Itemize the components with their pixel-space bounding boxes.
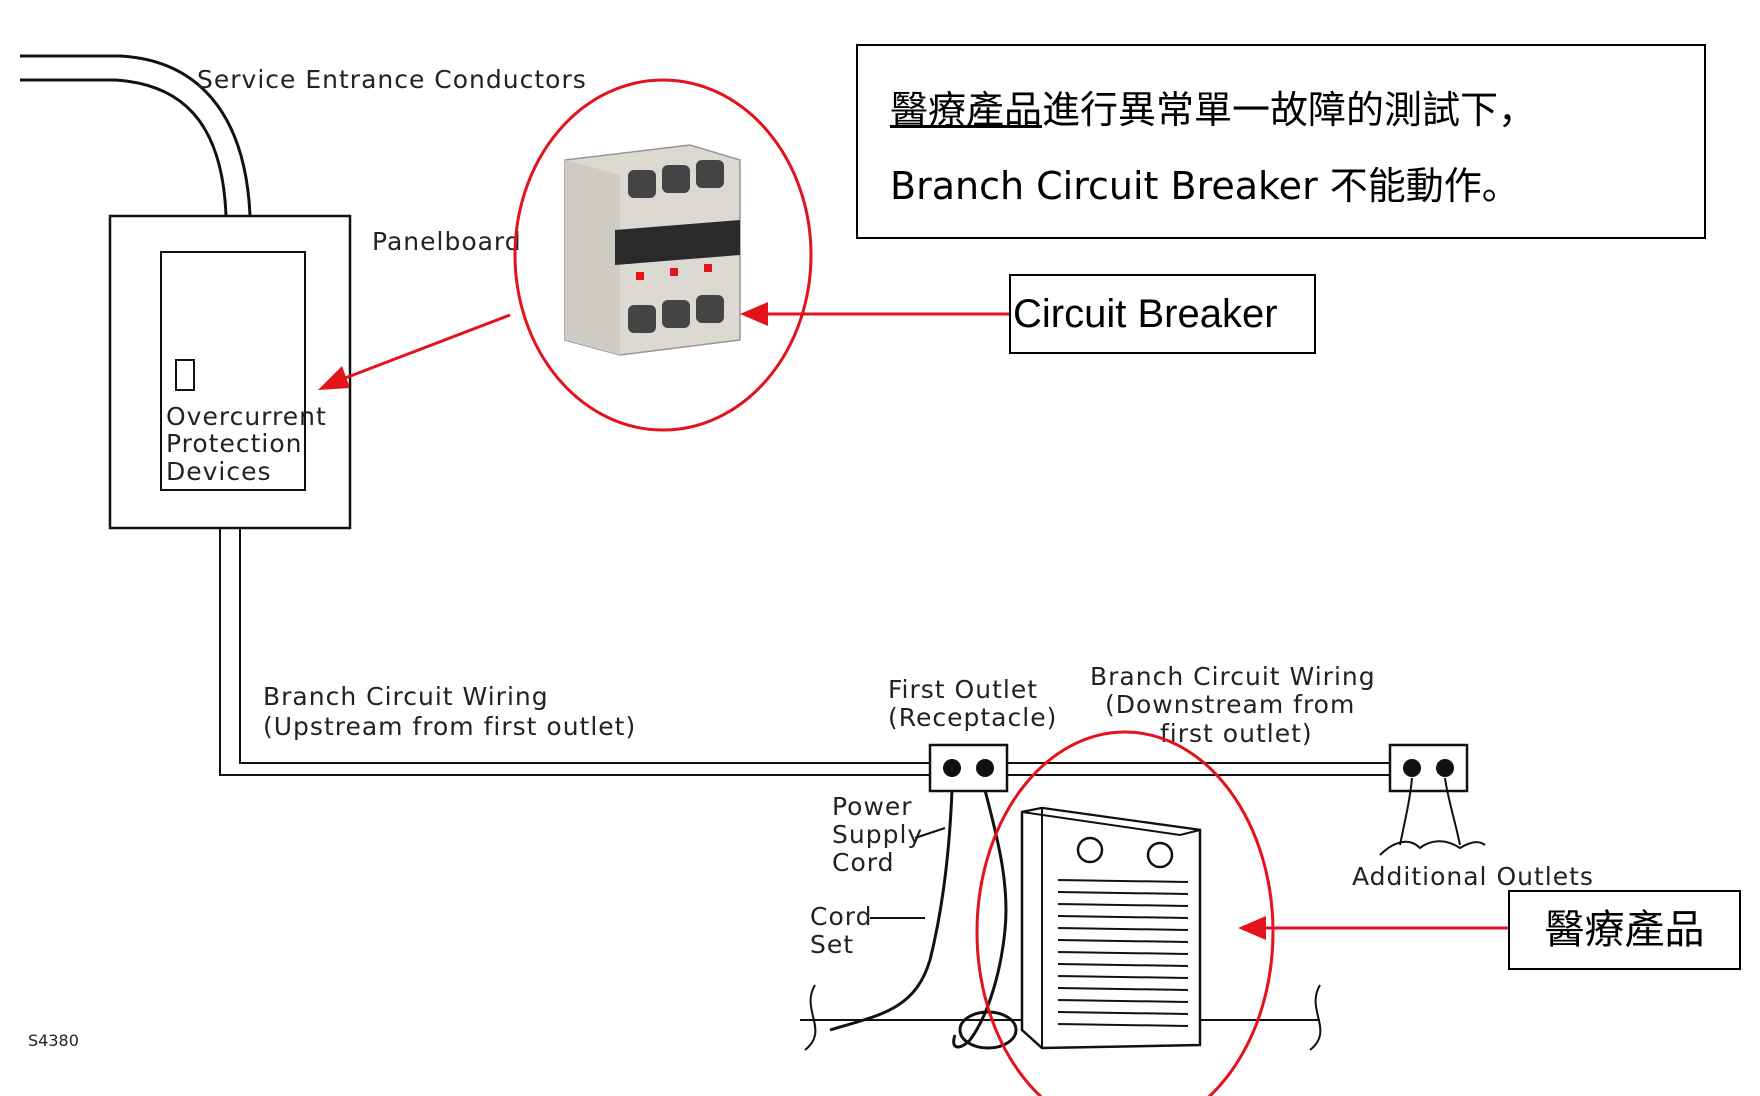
power-supply-cord-line — [952, 789, 1008, 1049]
circuit-breaker-callout: Circuit Breaker — [1009, 274, 1316, 354]
first-outlet — [928, 743, 1009, 793]
ocpd-label-3: Devices — [166, 457, 272, 486]
service-entrance-conductor-inner — [20, 78, 228, 216]
terminal-screw-icon — [696, 160, 724, 188]
indicator-icon — [704, 264, 712, 272]
branch-downstream-label-1: Branch Circuit Wiring — [1090, 662, 1376, 691]
note-underlined-term: 醫療產品 — [890, 88, 1043, 132]
terminal-screw-icon — [662, 300, 690, 328]
cord-set-line — [829, 789, 954, 1032]
note-line-1: 醫療產品進行異常單一故障的測試下， — [890, 72, 1704, 148]
circuit-breaker-highlight-circle — [513, 78, 813, 432]
terminal-screw-icon — [662, 165, 690, 193]
power-supply-label-1: Power — [832, 792, 913, 821]
arrow-to-panelboard-shaft — [339, 313, 511, 382]
figure-id: S4380 — [28, 1031, 79, 1050]
branch-wire-inner — [239, 528, 930, 764]
additional-outlet — [1388, 743, 1469, 793]
first-outlet-label-1: First Outlet — [888, 675, 1038, 704]
medical-product-device — [1020, 806, 1202, 1050]
medical-product-highlight-circle — [975, 730, 1275, 1096]
arrow-to-breaker-head — [740, 302, 768, 326]
ocpd-label-1: Overcurrent — [166, 402, 327, 431]
breaker-switch-icon — [175, 359, 195, 391]
panelboard-label: Panelboard — [372, 227, 522, 256]
note-box: 醫療產品進行異常單一故障的測試下， Branch Circuit Breaker… — [856, 44, 1706, 239]
power-supply-leader — [914, 827, 946, 839]
floor-break-right — [1309, 984, 1322, 1051]
cord-set-label-1: Cord — [810, 902, 872, 931]
branch-upstream-label-1: Branch Circuit Wiring — [263, 682, 549, 711]
branch-wire-outer — [219, 528, 930, 776]
cord-set-label-2: Set — [810, 930, 854, 959]
medical-product-callout: 醫療產品 — [1508, 890, 1741, 970]
terminal-screw-icon — [628, 170, 656, 198]
additional-outlet-cord-1 — [1399, 777, 1413, 846]
circuit-breaker-photo — [564, 144, 741, 356]
outlet-socket-icon — [1436, 759, 1454, 777]
note-line-1-rest: 進行異常單一故障的測試下， — [1042, 88, 1537, 132]
branch-upstream-label-2: (Upstream from first outlet) — [263, 712, 636, 741]
branch-downstream-label-3: first outlet) — [1160, 719, 1313, 748]
service-entrance-conductor-outer — [20, 54, 252, 216]
device-grille-icon — [1057, 879, 1189, 1027]
power-supply-label-2: Supply — [832, 820, 923, 849]
service-entrance-label: Service Entrance Conductors — [197, 65, 587, 94]
additional-outlets-label: Additional Outlets — [1352, 862, 1594, 891]
indicator-icon — [636, 272, 644, 280]
power-supply-label-3: Cord — [832, 848, 894, 877]
first-outlet-label-2: (Receptacle) — [888, 703, 1057, 732]
toggle-bar-icon — [615, 220, 740, 265]
additional-outlet-floor — [1379, 840, 1486, 856]
branch-downstream-label-2: (Downstream from — [1105, 690, 1355, 719]
outlet-socket-icon — [1403, 759, 1421, 777]
terminal-screw-icon — [628, 305, 656, 333]
floor-break-left — [804, 984, 817, 1051]
device-knob-icon — [1146, 841, 1174, 869]
arrow-to-device-head — [1238, 916, 1266, 940]
outlet-socket-icon — [943, 759, 961, 777]
note-line-2: Branch Circuit Breaker 不能動作。 — [890, 164, 1520, 208]
additional-outlet-cord-2 — [1444, 777, 1461, 846]
outlet-socket-icon — [976, 759, 994, 777]
device-knob-icon — [1076, 836, 1104, 864]
cord-coil-icon — [958, 1010, 1018, 1050]
arrow-to-panelboard-head — [318, 366, 350, 390]
indicator-icon — [670, 268, 678, 276]
terminal-screw-icon — [696, 295, 724, 323]
ocpd-label-2: Protection — [166, 429, 302, 458]
